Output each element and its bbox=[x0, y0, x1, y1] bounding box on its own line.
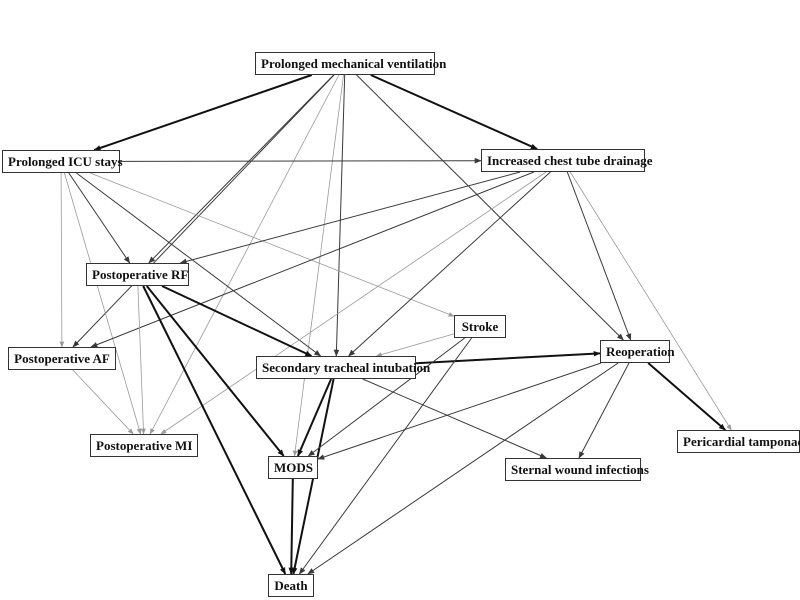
edge-reop-to-swi bbox=[578, 362, 630, 459]
edge-prf-to-sti bbox=[161, 285, 313, 357]
edge-reop-to-pt bbox=[647, 362, 726, 431]
node-secondary-tracheal-intubation: Secondary tracheal intubation bbox=[256, 356, 430, 379]
edge-ictd-to-reop bbox=[566, 171, 632, 341]
edge-prf-to-pmi bbox=[137, 285, 146, 435]
edge-mods-to-death bbox=[288, 478, 295, 575]
edge-ictd-to-pmi bbox=[160, 171, 547, 435]
edge-stroke-to-sti bbox=[375, 333, 455, 357]
edge-sti-to-reop bbox=[415, 350, 601, 365]
edge-paf-to-pmi bbox=[72, 369, 134, 435]
edge-pmv-to-reop bbox=[356, 74, 624, 341]
edge-pmv-to-prf bbox=[148, 74, 335, 264]
edge-pmv-to-icu bbox=[93, 74, 313, 151]
edge-pmv-to-sti bbox=[333, 74, 346, 357]
edge-icu-to-pmi bbox=[64, 172, 142, 435]
node-postoperative-rf: Postoperative RF bbox=[86, 263, 189, 286]
node-prolonged-icu-stays: Prolonged ICU stays bbox=[2, 150, 123, 173]
edge-prf-to-mods bbox=[146, 285, 285, 457]
node-prolonged-mechanical-ventilation: Prolonged mechanical ventilation bbox=[255, 52, 446, 75]
edge-ictd-to-paf bbox=[90, 171, 535, 348]
node-mods: MODS bbox=[268, 456, 318, 479]
node-sternal-wound-infections: Sternal wound infections bbox=[505, 458, 649, 481]
edge-pmv-to-mods bbox=[292, 74, 344, 457]
edge-ictd-to-prf bbox=[179, 171, 521, 265]
edge-icu-to-prf bbox=[68, 172, 131, 264]
edge-reop-to-death bbox=[307, 362, 619, 575]
edge-icu-to-sti bbox=[76, 172, 322, 357]
edge-stroke-to-death bbox=[298, 337, 473, 575]
edge-reop-to-mods bbox=[317, 362, 602, 460]
node-pericardial-tamponade: Pericardial tamponade bbox=[677, 430, 800, 453]
node-death: Death bbox=[268, 574, 314, 597]
edge-ictd-to-sti bbox=[348, 171, 551, 357]
node-increased-chest-tube-drainage: Increased chest tube drainage bbox=[481, 149, 653, 172]
edge-icu-to-paf bbox=[59, 172, 65, 348]
edge-pmv-to-paf bbox=[72, 74, 335, 348]
edge-prf-to-death bbox=[142, 285, 287, 575]
node-stroke: Stroke bbox=[454, 315, 506, 338]
edge-stroke-to-mods bbox=[307, 337, 466, 457]
edge-icu-to-stroke bbox=[90, 172, 455, 317]
edge-pmv-to-pmi bbox=[149, 74, 340, 435]
edge-pmv-to-ictd bbox=[370, 74, 538, 150]
edge-ictd-to-pt bbox=[569, 171, 732, 431]
node-postoperative-mi: Postoperative MI bbox=[90, 434, 198, 457]
node-reoperation: Reoperation bbox=[600, 340, 675, 363]
edge-icu-to-ictd bbox=[119, 157, 482, 164]
node-postoperative-af: Postoperative AF bbox=[8, 347, 116, 370]
edge-sti-to-mods bbox=[296, 378, 333, 457]
